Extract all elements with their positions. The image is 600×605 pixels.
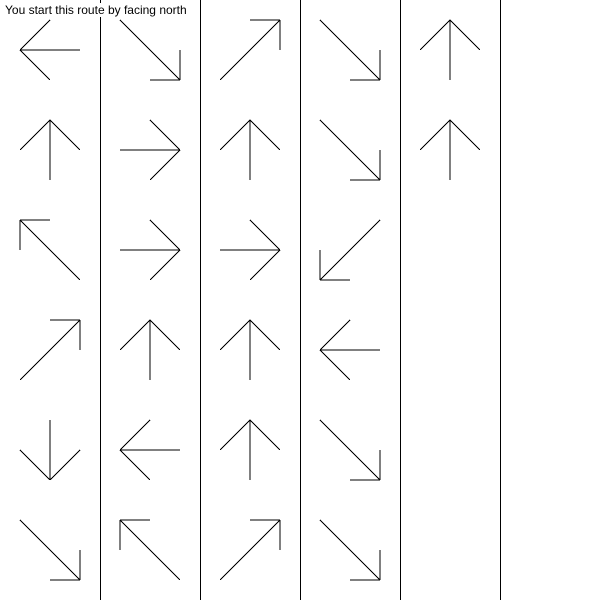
west-arrow-icon (19, 19, 80, 81)
route-instruction: You start this route by facing north (5, 3, 187, 17)
west-arrow-icon (119, 419, 180, 481)
northeast-arrow-icon (219, 519, 281, 581)
southeast-arrow-icon (319, 119, 381, 181)
southeast-arrow-icon (19, 519, 81, 581)
east-arrow-icon (120, 119, 181, 181)
southeast-arrow-icon (119, 19, 181, 81)
southwest-arrow-icon (319, 219, 381, 281)
southeast-arrow-icon (319, 419, 381, 481)
north-arrow-icon (219, 319, 281, 380)
south-arrow-icon (19, 420, 81, 481)
west-arrow-icon (319, 319, 380, 381)
northwest-arrow-icon (19, 219, 81, 281)
northwest-arrow-icon (119, 519, 181, 581)
north-arrow-icon (219, 419, 281, 480)
southeast-arrow-icon (319, 19, 381, 81)
east-arrow-icon (220, 219, 281, 281)
northeast-arrow-icon (19, 319, 81, 381)
north-arrow-icon (119, 319, 181, 380)
north-arrow-icon (19, 119, 81, 180)
north-arrow-icon (219, 119, 281, 180)
north-arrow-icon (419, 19, 481, 80)
southeast-arrow-icon (319, 519, 381, 581)
east-arrow-icon (120, 219, 181, 281)
northeast-arrow-icon (219, 19, 281, 81)
north-arrow-icon (419, 119, 481, 180)
